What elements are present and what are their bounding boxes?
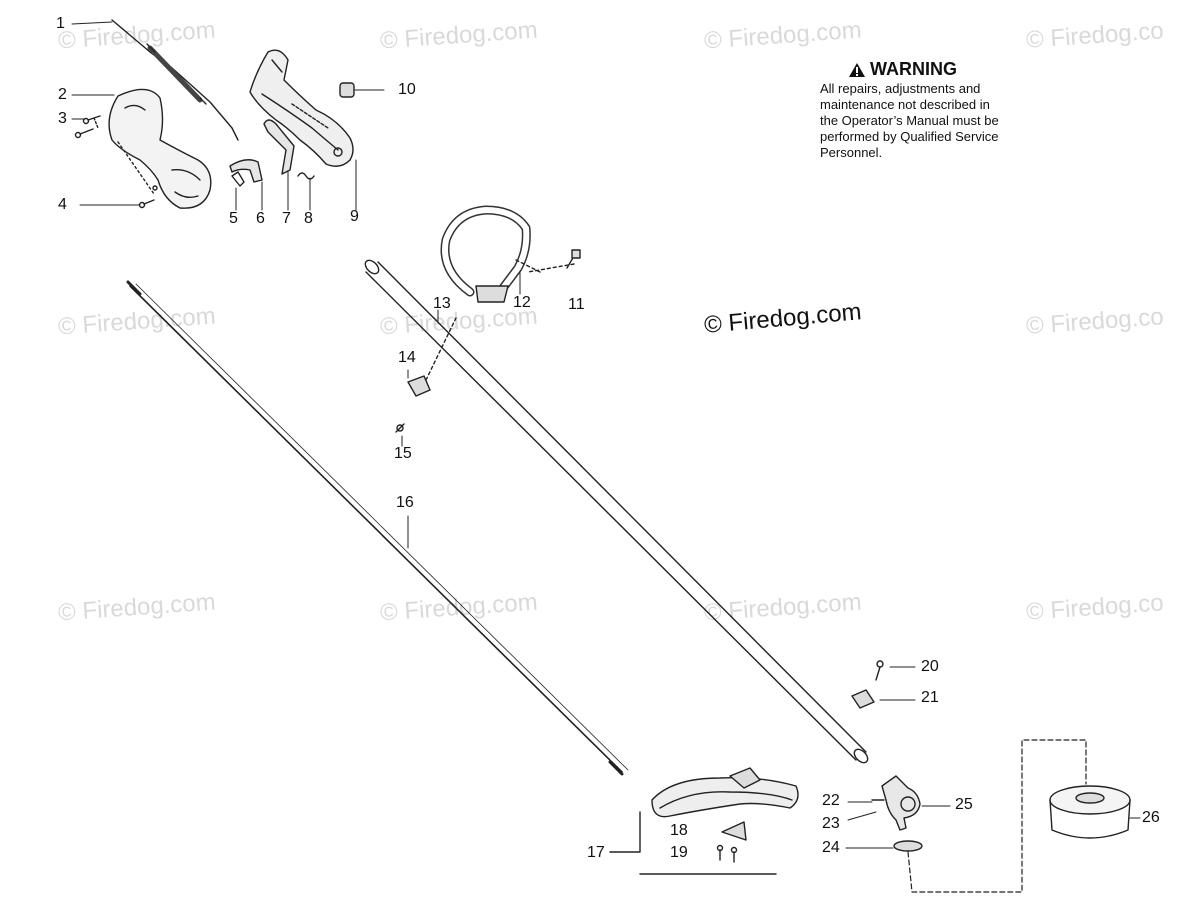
warning-heading: WARNING bbox=[848, 59, 1050, 80]
screw-part bbox=[74, 115, 101, 139]
callout-7: 7 bbox=[282, 210, 291, 227]
handle-assembly-part bbox=[249, 49, 354, 167]
callout-21: 21 bbox=[921, 689, 939, 706]
screw-part bbox=[875, 660, 916, 681]
callout-26: 26 bbox=[1142, 809, 1160, 826]
shield-clamp-part bbox=[851, 689, 916, 709]
callout-18: 18 bbox=[670, 822, 688, 839]
callout-4: 4 bbox=[58, 196, 67, 213]
callout-11: 11 bbox=[568, 296, 585, 313]
callout-8: 8 bbox=[304, 210, 313, 227]
debris-guard-part bbox=[609, 767, 799, 875]
shaft-tube-part bbox=[364, 259, 869, 764]
throttle-trigger-part bbox=[229, 159, 263, 183]
callout-12: 12 bbox=[513, 294, 531, 311]
throttle-cable-part bbox=[111, 19, 239, 141]
callout-17: 17 bbox=[587, 844, 605, 861]
loop-handle-part bbox=[440, 205, 541, 303]
warning-line: All repairs, adjustments and bbox=[820, 81, 981, 96]
assembly-dashed-line bbox=[907, 739, 1087, 893]
warning-line: maintenance not described in bbox=[820, 97, 990, 112]
warning-line: the Operator’s Manual must be bbox=[820, 113, 999, 128]
warning-notice: WARNING All repairs, adjustments and mai… bbox=[820, 59, 1050, 161]
trimmer-head-part bbox=[1049, 785, 1141, 839]
screw-part bbox=[847, 799, 885, 821]
callout-16: 16 bbox=[396, 494, 414, 511]
clamp-part bbox=[407, 317, 457, 397]
callout-14: 14 bbox=[398, 349, 416, 366]
callout-23: 23 bbox=[822, 815, 840, 832]
callout-3: 3 bbox=[58, 110, 67, 127]
trigger-part bbox=[263, 119, 295, 175]
stop-switch-part bbox=[339, 82, 385, 98]
callout-15: 15 bbox=[394, 445, 412, 462]
warning-line: performed by Qualified Service bbox=[820, 129, 999, 144]
callout-6: 6 bbox=[256, 210, 265, 227]
warning-line: Personnel. bbox=[820, 145, 883, 160]
spring-part bbox=[297, 172, 315, 180]
callout-2: 2 bbox=[58, 86, 67, 103]
leader-lines bbox=[71, 21, 521, 549]
trigger-lockout-part bbox=[231, 171, 245, 187]
callout-5: 5 bbox=[229, 210, 238, 227]
screw-part bbox=[716, 844, 738, 863]
warning-text: All repairs, adjustments and maintenance… bbox=[820, 81, 1050, 161]
gear-head-part bbox=[881, 775, 951, 831]
callout-19: 19 bbox=[670, 844, 688, 861]
callout-13: 13 bbox=[433, 295, 451, 312]
screw-part bbox=[395, 423, 405, 433]
screw-part bbox=[117, 141, 158, 209]
drive-shaft-part bbox=[126, 280, 629, 776]
callout-10: 10 bbox=[398, 81, 416, 98]
line-cutter-blade-part bbox=[721, 821, 747, 841]
warning-title: WARNING bbox=[870, 59, 957, 79]
engine-cover-part bbox=[108, 88, 212, 209]
washer-part bbox=[845, 840, 923, 852]
callout-25: 25 bbox=[955, 796, 973, 813]
callout-1: 1 bbox=[56, 15, 65, 32]
callout-20: 20 bbox=[921, 658, 939, 675]
bolt-part bbox=[527, 249, 581, 273]
callout-22: 22 bbox=[822, 792, 840, 809]
callout-24: 24 bbox=[822, 839, 840, 856]
callout-9: 9 bbox=[350, 208, 359, 225]
warning-triangle-icon bbox=[849, 62, 865, 77]
